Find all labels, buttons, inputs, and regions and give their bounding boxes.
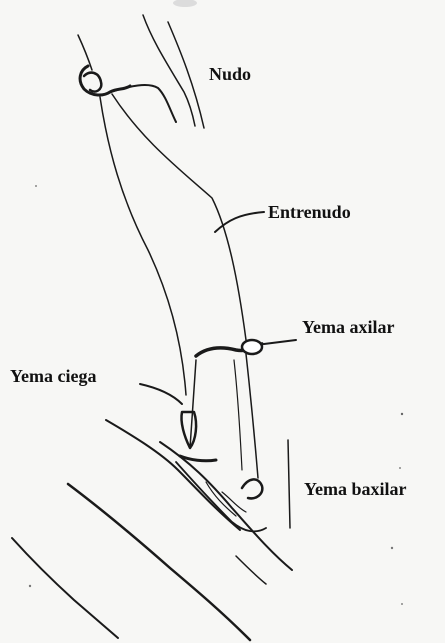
internode-left-edge: [100, 97, 186, 395]
upper-left-strand: [78, 35, 92, 70]
ground-line-upper: [106, 420, 240, 530]
scan-speck: [399, 467, 401, 469]
scan-speck: [391, 547, 393, 549]
blind-bud-leader: [140, 384, 182, 404]
label-entrenudo: Entrenudo: [268, 203, 351, 221]
ground-line-bottom: [12, 538, 118, 638]
basal-bud: [242, 479, 262, 498]
axillary-bud: [242, 340, 262, 354]
label-nudo: Nudo: [209, 65, 251, 83]
ground-line-lower: [68, 484, 250, 640]
blind-bud: [181, 412, 196, 448]
scan-smudge: [173, 0, 197, 7]
scan-speck: [29, 585, 31, 587]
ground-line-mid: [160, 442, 292, 570]
top-node-loop: [84, 73, 101, 92]
ground-line-small: [236, 556, 266, 584]
axillary-leader: [264, 340, 296, 344]
label-yema-ciega: Yema ciega: [10, 367, 96, 385]
lower-stem-inner: [234, 360, 242, 470]
scan-speck: [35, 185, 37, 187]
scan-speck: [401, 603, 403, 605]
label-yema-axilar: Yema axilar: [302, 318, 394, 336]
basal-bracket: [288, 440, 290, 528]
top-node: [80, 66, 130, 95]
lower-stem-right: [246, 354, 258, 478]
label-yema-baxilar: Yema baxilar: [304, 480, 407, 498]
scan-speck: [401, 413, 403, 415]
